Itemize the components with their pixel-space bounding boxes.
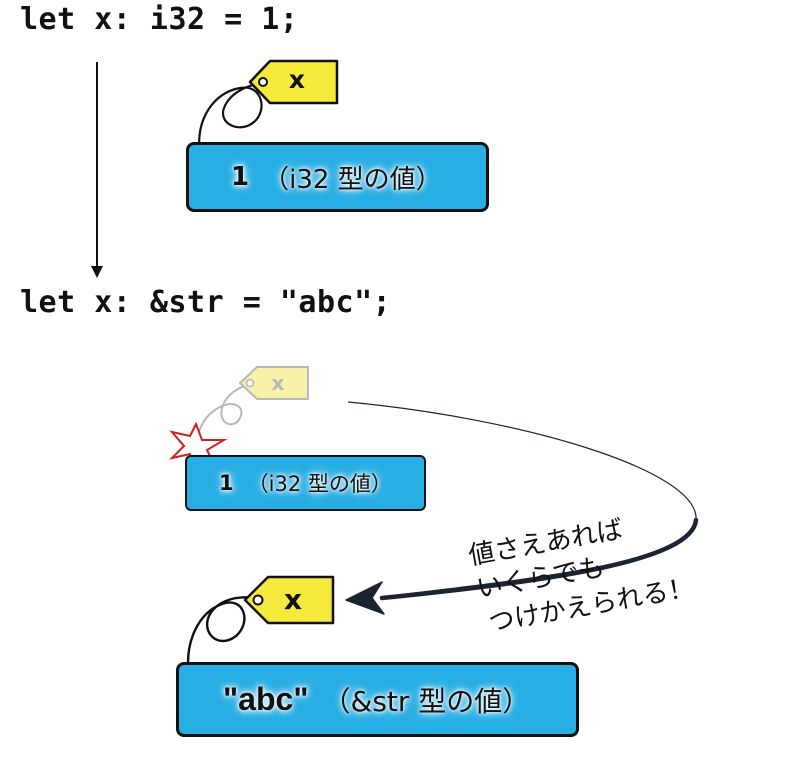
value-box-old: 1 （i32 型の値） [185, 455, 426, 511]
value-box-old-value: 1 [219, 471, 234, 495]
reassign-arrow [345, 401, 699, 615]
code-line-second: let x: &str = "abc"; [20, 285, 392, 320]
tag-string-old [194, 383, 253, 467]
tag-old-shape [239, 366, 309, 400]
tag-first-label: x [288, 65, 306, 94]
value-box-first-value: 1 [231, 162, 250, 192]
tag-old-label: x [271, 371, 285, 395]
tag-new-shape [243, 575, 335, 625]
tag-string-new [186, 596, 257, 677]
tag-new-label: x [283, 583, 303, 616]
code-line-first: let x: i32 = 1; [20, 2, 299, 37]
value-box-new-type: （&str 型の値） [322, 684, 531, 718]
value-box-first-type: （i32 型の値） [263, 164, 442, 195]
flow-arrow [91, 62, 103, 278]
value-box-old-type: （i32 型の値） [247, 472, 392, 496]
tag-first-shape [248, 59, 339, 105]
value-box-first: 1 （i32 型の値） [186, 142, 489, 212]
value-box-new: "abc" （&str 型の値） [176, 662, 579, 737]
tag-string-first [198, 82, 263, 155]
value-box-new-value: "abc" [223, 681, 309, 717]
